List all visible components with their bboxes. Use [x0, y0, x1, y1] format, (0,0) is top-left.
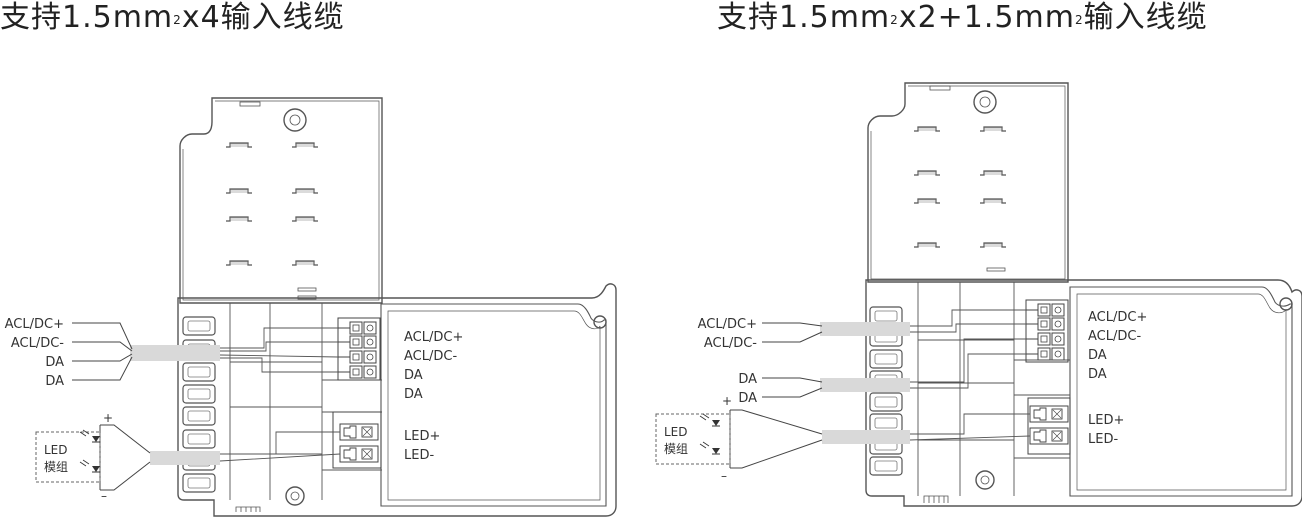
left-input-terminal	[337, 317, 381, 381]
title-left-part1: 支持1.5mm	[0, 0, 174, 35]
right-led-minus: –	[721, 469, 727, 483]
left-mount-hole	[593, 315, 607, 329]
left-terminal-label-4: DA	[404, 387, 423, 402]
left-led-module-line2: 模组	[44, 460, 68, 474]
left-lid-inner	[182, 100, 380, 301]
right-input-cable-2	[762, 338, 1026, 398]
left-label-panel-inner	[387, 310, 601, 501]
left-lid-slot	[297, 287, 317, 292]
right-lid-screw-inner	[979, 96, 991, 108]
left-compartments	[229, 303, 323, 500]
title-left-superscript: 2	[173, 13, 182, 27]
left-compartments-right	[322, 379, 382, 471]
right-led-plus: +	[722, 394, 732, 408]
right-bottom-screw	[975, 470, 995, 490]
left-lid-clips	[225, 142, 319, 266]
right-body	[865, 279, 1302, 507]
title-left: 支持1.5mm2x4输入线缆	[0, 0, 345, 36]
right-bottom-screw-inner	[980, 475, 990, 485]
right-label-panel	[1069, 286, 1293, 497]
left-cable-clamps	[182, 316, 216, 493]
right-lid	[867, 82, 1069, 283]
right-vent	[923, 495, 949, 503]
left-wire-label-2: ACL/DC-	[11, 336, 64, 351]
left-output-label-1: LED+	[404, 429, 440, 444]
right-compartments	[917, 282, 1015, 496]
left-lid-screw	[283, 108, 307, 132]
left-bottom-screw-inner	[290, 491, 300, 501]
right-input-terminal	[1025, 299, 1069, 363]
left-vent	[235, 506, 261, 512]
left-wire-label-1: ACL/DC+	[5, 317, 64, 332]
left-label-panel	[380, 303, 607, 507]
right-lid-slot	[986, 267, 1006, 272]
title-right-superscript-2: 2	[1074, 13, 1084, 27]
right-driver	[865, 82, 1302, 507]
left-driver	[177, 97, 617, 517]
left-terminal-label-2: ACL/DC-	[404, 349, 457, 364]
right-output-label-2: LED-	[1088, 432, 1118, 447]
left-input-cable	[72, 322, 339, 381]
title-right-part2: x2+1.5mm	[898, 0, 1075, 35]
left-terminal-label-3: DA	[404, 368, 423, 383]
left-bottom-screw	[285, 486, 305, 506]
left-led-module-line1: LED	[44, 443, 68, 457]
left-led-minus: –	[101, 489, 107, 503]
right-terminal-label-3: DA	[1088, 348, 1107, 363]
right-lid-inner	[870, 85, 1066, 280]
right-output-terminal	[1027, 397, 1071, 455]
left-lid-screw-inner	[289, 114, 301, 126]
left-output-label-2: LED-	[404, 448, 434, 463]
left-body	[177, 283, 617, 517]
title-right: 支持1.5mm2x2+1.5mm2输入线缆	[717, 0, 1208, 36]
title-right-part3: 输入线缆	[1083, 0, 1208, 35]
right-wire-label-3: DA	[738, 372, 757, 387]
right-input-cable-1	[762, 309, 1026, 343]
right-output-label-1: LED+	[1088, 413, 1124, 428]
left-led-plus: +	[103, 411, 113, 425]
right-wire-label-4: DA	[738, 391, 757, 406]
left-lid-tab	[239, 101, 261, 107]
left-output-terminal	[332, 411, 382, 469]
right-output-cable	[729, 409, 1031, 469]
right-led-module-line1: LED	[664, 425, 688, 439]
title-right-superscript-1: 2	[890, 13, 899, 27]
left-terminal-label-1: ACL/DC+	[404, 330, 463, 345]
right-terminal-label-1: ACL/DC+	[1088, 310, 1147, 325]
right-terminal-label-4: DA	[1088, 367, 1107, 382]
right-lid-tab	[929, 85, 951, 91]
title-left-part2: x4输入线缆	[181, 0, 345, 35]
left-wire-label-3: DA	[45, 355, 64, 370]
title-right-part1: 支持1.5mm	[717, 0, 891, 35]
left-led-module	[35, 429, 101, 483]
right-wire-label-1: ACL/DC+	[698, 317, 757, 332]
right-mount-hole	[1279, 297, 1293, 311]
left-lid	[179, 97, 383, 304]
right-led-module-line2: 模组	[664, 442, 688, 456]
right-wire-label-2: ACL/DC-	[704, 336, 757, 351]
right-lid-screw	[973, 90, 997, 114]
right-lid-clips	[913, 126, 1007, 248]
right-terminal-label-2: ACL/DC-	[1088, 329, 1141, 344]
right-led-module	[655, 413, 731, 465]
left-output-cable	[99, 424, 341, 491]
left-wire-label-4: DA	[45, 374, 64, 389]
